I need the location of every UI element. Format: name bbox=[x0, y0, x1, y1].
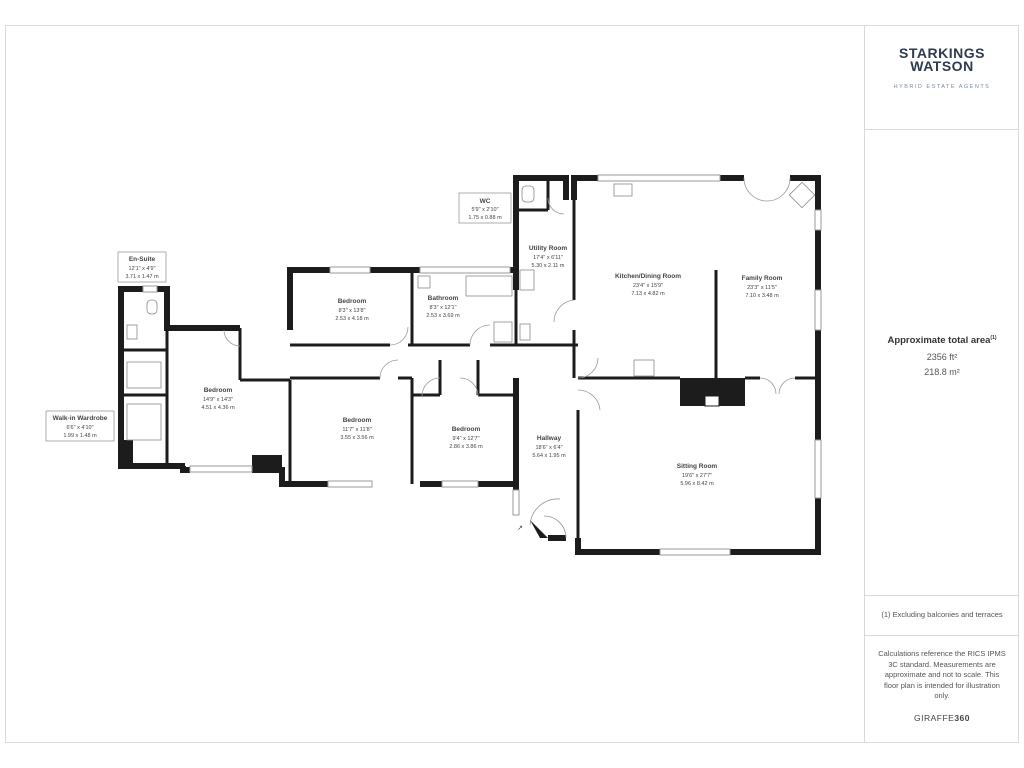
area-title-text: Approximate total area bbox=[887, 335, 991, 347]
svg-text:WC: WC bbox=[480, 198, 491, 205]
svg-text:Family Room: Family Room bbox=[742, 275, 783, 282]
pier-west bbox=[121, 440, 133, 466]
entrance-door bbox=[530, 520, 548, 538]
brand-logo: & STARKINGS WATSON HYBRID ESTATE AGENTS bbox=[865, 41, 1019, 90]
label-hallway: Hallway 18'6" x 6'4" 5.64 x 1.95 m bbox=[532, 435, 566, 459]
svg-text:8'3" x 13'8": 8'3" x 13'8" bbox=[338, 308, 365, 314]
svg-text:8'3" x 12'1": 8'3" x 12'1" bbox=[429, 305, 456, 311]
door-swings bbox=[223, 177, 796, 539]
svg-text:Bedroom: Bedroom bbox=[343, 417, 372, 424]
area-sqm: 218.8 m² bbox=[924, 367, 960, 377]
fireplace bbox=[704, 395, 720, 407]
pier-bottom-left bbox=[252, 455, 282, 470]
svg-text:Bathroom: Bathroom bbox=[428, 295, 459, 302]
svg-text:5.30 x 2.11 m: 5.30 x 2.11 m bbox=[532, 263, 565, 269]
svg-text:5.96 x 8.42 m: 5.96 x 8.42 m bbox=[680, 481, 714, 487]
footnote: (1) Excluding balconies and terraces bbox=[881, 610, 1003, 619]
divider bbox=[865, 635, 1019, 636]
label-bedroom-small: Bedroom 9'4" x 12'7" 2.86 x 3.86 m bbox=[449, 426, 483, 450]
brand-line-2: WATSON bbox=[910, 58, 974, 74]
label-en-suite: En-Suite 12'1" x 4'9" 3.71 x 1.47 m bbox=[117, 251, 167, 283]
wall-wc-east bbox=[548, 175, 569, 200]
label-wc: WC 5'9" x 2'10" 1.75 x 0.88 m bbox=[458, 192, 512, 224]
label-sitting-room: Sitting Room 19'6" x 27'7" 5.96 x 8.42 m bbox=[677, 463, 718, 487]
svg-text:5.64 x 1.95 m: 5.64 x 1.95 m bbox=[532, 453, 566, 459]
area-sqft: 2356 ft² bbox=[926, 352, 958, 362]
wall-top-bedroom bbox=[287, 267, 330, 330]
interior-walls bbox=[121, 178, 818, 538]
svg-text:2.53 x 3.69 m: 2.53 x 3.69 m bbox=[426, 313, 460, 319]
svg-text:9'4" x 12'7": 9'4" x 12'7" bbox=[452, 436, 479, 442]
info-panel: & STARKINGS WATSON HYBRID ESTATE AGENTS … bbox=[864, 25, 1019, 743]
svg-text:11'7" x 11'8": 11'7" x 11'8" bbox=[342, 427, 371, 433]
label-bedroom-mid: Bedroom 11'7" x 11'8" 3.55 x 3.56 m bbox=[340, 417, 374, 441]
svg-text:17'4" x 6'11": 17'4" x 6'11" bbox=[533, 255, 563, 261]
page-frame bbox=[5, 25, 1019, 743]
wall-bedroom-south bbox=[180, 466, 190, 473]
svg-text:4.51 x 4.36 m: 4.51 x 4.36 m bbox=[201, 405, 235, 411]
calculations-note: Calculations reference the RICS IPMS 3C … bbox=[878, 649, 1006, 700]
windows bbox=[142, 174, 822, 556]
fixtures bbox=[126, 181, 816, 441]
svg-text:1.99 x 1.48 m: 1.99 x 1.48 m bbox=[63, 433, 97, 439]
svg-text:2.53 x 4.18 m: 2.53 x 4.18 m bbox=[335, 316, 369, 322]
svg-text:7.13 x 4.82 m: 7.13 x 4.82 m bbox=[631, 291, 665, 297]
svg-text:6'6" x 4'10": 6'6" x 4'10" bbox=[66, 425, 93, 431]
area-note-marker: (1) bbox=[990, 335, 997, 341]
svg-text:12'1" x 4'9": 12'1" x 4'9" bbox=[128, 266, 155, 272]
svg-text:Bedroom: Bedroom bbox=[338, 298, 367, 305]
svg-text:Hallway: Hallway bbox=[537, 435, 562, 442]
svg-text:14'9" x 14'3": 14'9" x 14'3" bbox=[203, 397, 233, 403]
wall-family-north-b bbox=[790, 175, 821, 210]
svg-text:Bedroom: Bedroom bbox=[452, 426, 481, 433]
svg-text:Kitchen/Dining Room: Kitchen/Dining Room bbox=[615, 273, 681, 280]
svg-text:Walk-in Wardrobe: Walk-in Wardrobe bbox=[53, 415, 108, 422]
area-title: Approximate total area(1) bbox=[865, 335, 1019, 346]
label-walk-in-wardrobe: Walk-in Wardrobe 6'6" x 4'10" 1.99 x 1.4… bbox=[45, 410, 115, 442]
label-family-room: Family Room 23'3" x 11'5" 7.10 x 3.48 m bbox=[742, 275, 783, 299]
label-bedroom-main: Bedroom 14'9" x 14'3" 4.51 x 4.36 m bbox=[201, 387, 235, 411]
svg-text:Utility Room: Utility Room bbox=[529, 245, 567, 252]
entrance-marker: ↗ bbox=[517, 525, 523, 532]
wall-kitchen-north bbox=[571, 175, 598, 200]
svg-text:Bedroom: Bedroom bbox=[204, 387, 233, 394]
wall-utility-west bbox=[513, 175, 548, 290]
provider-logo: GIRAFFE360 bbox=[865, 713, 1019, 723]
svg-text:En-Suite: En-Suite bbox=[129, 256, 156, 263]
room-labels: WC 5'9" x 2'10" 1.75 x 0.88 m En-Suite 1… bbox=[45, 192, 783, 532]
svg-text:5'9" x 2'10": 5'9" x 2'10" bbox=[471, 207, 498, 213]
divider bbox=[865, 595, 1019, 596]
svg-text:3.55 x 3.56 m: 3.55 x 3.56 m bbox=[340, 435, 374, 441]
brand-line-1: STARKINGS bbox=[899, 45, 985, 61]
provider-name: GIRAFFE bbox=[913, 713, 955, 723]
label-utility-room: Utility Room 17'4" x 6'11" 5.30 x 2.11 m bbox=[529, 245, 567, 269]
svg-text:7.10 x 3.48 m: 7.10 x 3.48 m bbox=[745, 293, 779, 299]
wall-sitting-east-b bbox=[730, 498, 821, 555]
label-bathroom: Bathroom 8'3" x 12'1" 2.53 x 3.69 m bbox=[426, 295, 460, 319]
exterior-walls bbox=[118, 175, 821, 555]
svg-text:23'4" x 15'9": 23'4" x 15'9" bbox=[633, 283, 663, 289]
label-kitchen-dining: Kitchen/Dining Room 23'4" x 15'9" 7.13 x… bbox=[615, 273, 681, 297]
svg-text:1.75 x 0.88 m: 1.75 x 0.88 m bbox=[468, 215, 502, 221]
brand-tagline: HYBRID ESTATE AGENTS bbox=[893, 84, 991, 90]
svg-text:23'3" x 11'5": 23'3" x 11'5" bbox=[747, 285, 777, 291]
wall-sitting-south bbox=[575, 538, 660, 555]
svg-text:18'6" x 6'4": 18'6" x 6'4" bbox=[535, 445, 562, 451]
label-bedroom-top: Bedroom 8'3" x 13'8" 2.53 x 4.18 m bbox=[335, 298, 369, 322]
svg-text:3.71 x 1.47 m: 3.71 x 1.47 m bbox=[125, 274, 159, 280]
provider-number: 360 bbox=[954, 713, 971, 723]
divider bbox=[865, 129, 1019, 130]
svg-text:19'6" x 27'7": 19'6" x 27'7" bbox=[682, 473, 712, 479]
svg-text:Sitting Room: Sitting Room bbox=[677, 463, 718, 470]
svg-text:2.86 x 3.86 m: 2.86 x 3.86 m bbox=[449, 444, 483, 450]
